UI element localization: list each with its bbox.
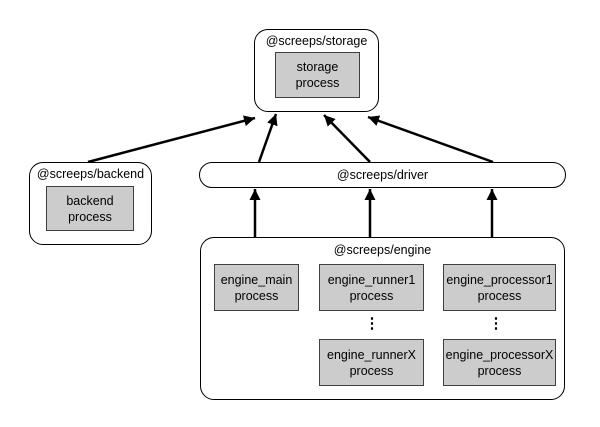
process-backend: backend process: [46, 186, 134, 231]
node-engine-title: @screeps/engine: [333, 243, 432, 257]
arrow-backend-to-storage: [87, 115, 256, 164]
runner-ellipsis: ⋮: [364, 315, 380, 332]
process-engine-runnerX: engine_runnerX process: [319, 339, 424, 386]
node-backend: @screeps/backend backend process: [29, 162, 152, 245]
process-engine-runner1: engine_runner1 process: [319, 264, 424, 311]
process-engine-processorX: engine_processorX process: [443, 339, 556, 386]
arrow-driver-to-storage: [323, 114, 371, 163]
arrow-driver-to-storage: [257, 113, 278, 163]
process-engine-main: engine_main process: [214, 264, 299, 311]
arrow-driver-to-storage: [367, 115, 494, 164]
node-storage-title: @screeps/storage: [265, 34, 368, 48]
node-driver: @screeps/driver: [199, 162, 566, 188]
node-backend-title: @screeps/backend: [36, 167, 145, 181]
node-driver-title: @screeps/driver: [336, 168, 429, 182]
node-engine: @screeps/engine engine_main process engi…: [200, 237, 565, 400]
processor-ellipsis: ⋮: [488, 315, 504, 332]
process-storage: storage process: [275, 52, 360, 98]
node-storage: @screeps/storage storage process: [254, 29, 379, 112]
process-engine-processor1: engine_processor1 process: [443, 264, 556, 311]
